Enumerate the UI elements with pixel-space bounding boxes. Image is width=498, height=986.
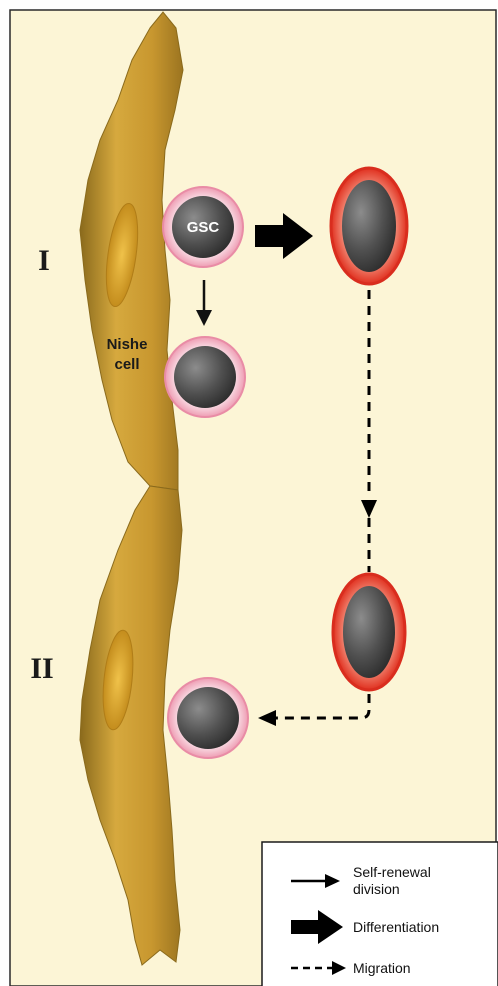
differentiated-cell-upper bbox=[331, 168, 407, 284]
gsc-cell: GSC bbox=[163, 187, 243, 267]
self-renewed-cell bbox=[165, 337, 245, 417]
diagram-background bbox=[10, 10, 496, 986]
gsc-label: GSC bbox=[187, 219, 220, 236]
niche-label-line2: cell bbox=[114, 356, 139, 373]
stage-label-upper: I bbox=[38, 244, 50, 277]
gsc-cell-lower bbox=[168, 678, 248, 758]
differentiated-cell-lower bbox=[333, 574, 405, 690]
stage-label-lower: II bbox=[30, 652, 53, 685]
legend-self-renewal-line1: Self-renewal bbox=[353, 864, 431, 880]
niche-label-line1: Nishe bbox=[107, 336, 148, 353]
legend-differentiation-label: Differentiation bbox=[353, 919, 439, 935]
legend: Self-renewal division Differentiation Mi… bbox=[262, 842, 498, 986]
legend-self-renewal-line2: division bbox=[353, 881, 400, 897]
legend-migration-label: Migration bbox=[353, 960, 411, 976]
